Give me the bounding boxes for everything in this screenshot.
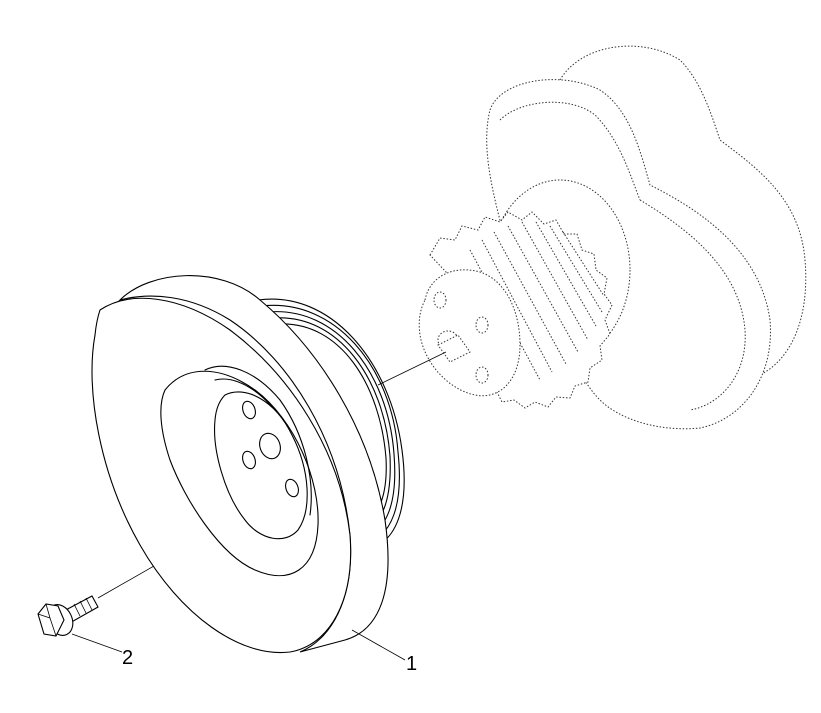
gear-hub — [418, 269, 521, 397]
callout-label-2: 2 — [122, 647, 133, 669]
bolt — [37, 595, 99, 637]
callout-leaders — [71, 629, 406, 661]
crankshaft-pulley — [91, 275, 405, 654]
callout-label-1: 1 — [406, 653, 417, 675]
